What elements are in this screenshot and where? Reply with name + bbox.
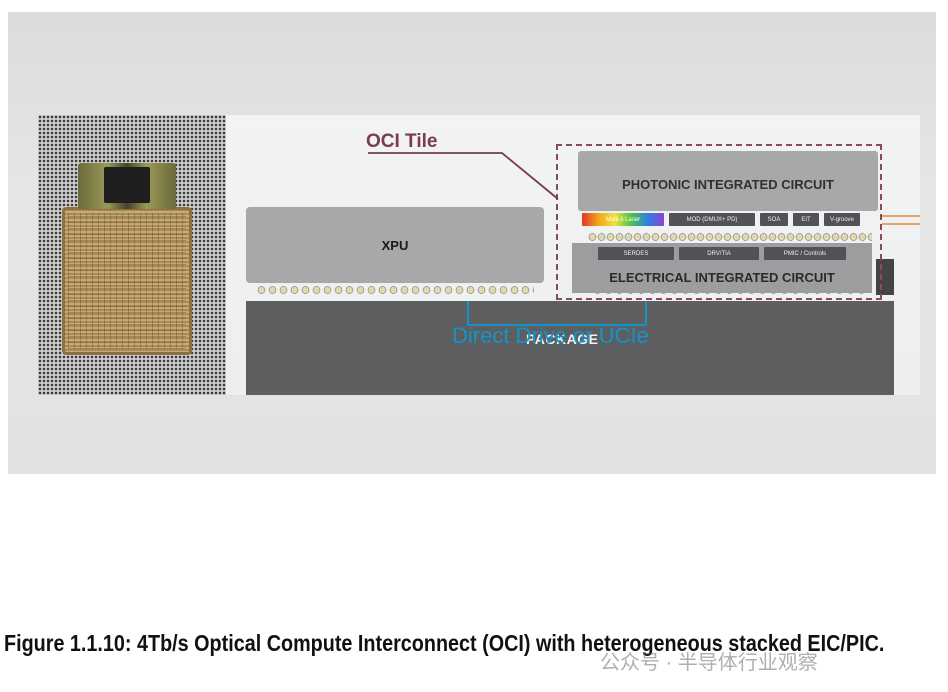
drv-tia-block: DRV/TIA bbox=[679, 247, 759, 260]
xpu-block: XPU bbox=[246, 207, 544, 283]
fiber-top bbox=[882, 215, 920, 217]
eit-block: EIT bbox=[793, 213, 819, 226]
xpu-label: XPU bbox=[381, 237, 409, 253]
fiber-bottom bbox=[882, 223, 920, 225]
laser-block: Multi-λ Laser bbox=[582, 213, 664, 226]
figure-image: PACKAGE XPU PHOTONIC INTEGRATED CIRCUIT … bbox=[38, 115, 920, 395]
oci-tile-label: OCI Tile bbox=[366, 131, 438, 152]
oci-leader-line bbox=[368, 152, 559, 200]
soa-block: SOA bbox=[760, 213, 788, 226]
chip-photo bbox=[38, 115, 226, 395]
chip-die bbox=[62, 207, 192, 355]
mod-block: MOD (DMUX+ PD) bbox=[669, 213, 755, 226]
pmic-block: PMIC / Controls bbox=[764, 247, 846, 260]
oci-schematic: PACKAGE XPU PHOTONIC INTEGRATED CIRCUIT … bbox=[226, 115, 920, 395]
serdes-block: SERDES bbox=[598, 247, 674, 260]
pic-label: PHOTONIC INTEGRATED CIRCUIT bbox=[622, 177, 834, 192]
package-label: PACKAGE bbox=[526, 331, 599, 347]
watermark: 公众号 · 半导体行业观察 bbox=[600, 652, 818, 674]
eic-label: ELECTRICAL INTEGRATED CIRCUIT bbox=[609, 270, 835, 285]
vgroove-block: V-groove bbox=[824, 213, 860, 226]
annotation-lines bbox=[368, 152, 647, 326]
pic-eic-bumps bbox=[588, 233, 872, 241]
direct-drive-label: Direct Drive or UCIe bbox=[452, 323, 649, 348]
oci-tile-outline bbox=[556, 144, 882, 300]
figure-frame: PACKAGE XPU PHOTONIC INTEGRATED CIRCUIT … bbox=[8, 12, 936, 474]
pic-subblocks: Multi-λ Laser MOD (DMUX+ PD) SOA EIT V-g… bbox=[582, 213, 860, 226]
ucie-bracket bbox=[467, 301, 647, 326]
figure-caption: Figure 1.1.10: 4Tb/s Optical Compute Int… bbox=[4, 628, 884, 658]
package-block: PACKAGE bbox=[246, 301, 894, 395]
pic-block: PHOTONIC INTEGRATED CIRCUIT bbox=[578, 151, 878, 211]
caption-text: Figure 1.1.10: 4Tb/s Optical Compute Int… bbox=[4, 630, 885, 656]
oci-tile-connector bbox=[104, 167, 150, 203]
eic-subblocks: SERDES DRV/TIA PMIC / Controls bbox=[598, 247, 846, 260]
xpu-bumps bbox=[256, 285, 534, 295]
